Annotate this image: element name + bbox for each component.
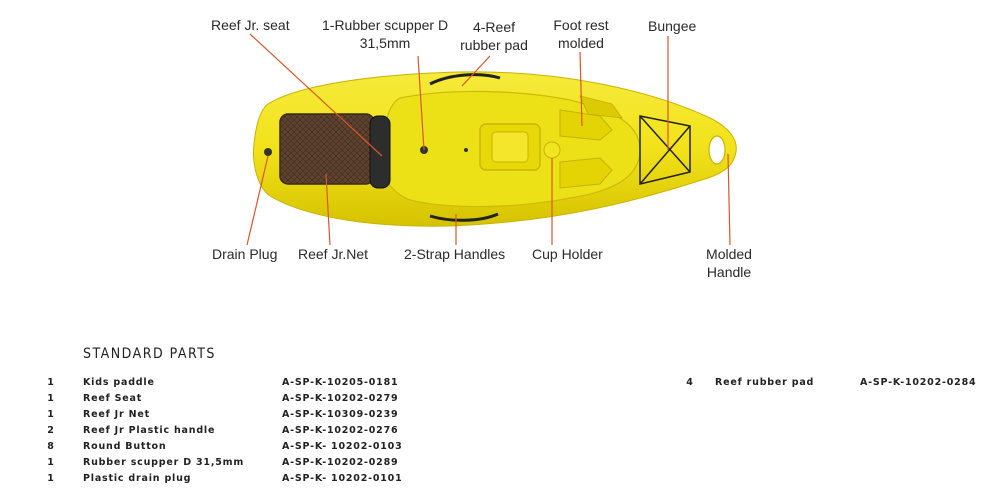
label-rubber-scupper: 1-Rubber scupper D 31,5mm: [322, 16, 448, 52]
part-name: Round Button: [83, 441, 167, 452]
label-foot-rest-line2: molded: [558, 35, 604, 51]
part-qty: 1: [47, 457, 55, 468]
label-reef-rubber-pad-line1: 4-Reef: [472, 19, 516, 35]
label-molded-handle-line2: Handle: [706, 264, 752, 280]
part-code: A-SP-K-10205-0181: [282, 377, 399, 388]
label-strap-handles: 2-Strap Handles: [404, 246, 506, 262]
part-qty: 1: [47, 473, 55, 484]
reef-jr-seat: [369, 115, 391, 189]
label-foot-rest: Foot rest molded: [546, 16, 616, 52]
label-reef-rubber-pad-line2: rubber pad: [460, 37, 528, 53]
part-name: Reef Seat: [83, 393, 143, 404]
label-drain-plug: Drain Plug: [212, 246, 278, 262]
label-reef-rubber-pad: 4-Reef rubber pad: [454, 18, 534, 54]
part-qty: 2: [47, 425, 55, 436]
label-rubber-scupper-line2: 31,5mm: [359, 35, 411, 51]
part-qty: 4: [686, 377, 694, 388]
part-name: Kids paddle: [83, 377, 155, 388]
part-name: Plastic drain plug: [83, 473, 192, 484]
part-qty: 1: [47, 377, 55, 388]
part-name: Rubber scupper D 31,5mm: [83, 457, 245, 468]
label-rubber-scupper-line1: 1-Rubber scupper D: [322, 17, 449, 33]
drain-plug: [264, 148, 272, 156]
reef-jr-net: [279, 113, 375, 185]
part-qty: 8: [47, 441, 55, 452]
part-code: A-SP-K-10202-0284: [860, 377, 977, 388]
part-code: A-SP-K-10309-0239: [282, 409, 399, 420]
standard-parts-title: STANDARD PARTS: [83, 346, 216, 362]
label-reef-jr-net: Reef Jr.Net: [298, 246, 369, 262]
label-molded-handle: Molded Handle: [700, 245, 758, 281]
label-cup-holder: Cup Holder: [532, 246, 603, 262]
leader-lines: [246, 33, 731, 246]
part-qty: 1: [47, 409, 55, 420]
label-reef-jr-seat: Reef Jr. seat: [211, 17, 290, 33]
part-name: Reef Jr Plastic handle: [83, 425, 216, 436]
label-bungee: Bungee: [648, 18, 697, 34]
kayak-diagram: [246, 33, 737, 246]
label-foot-rest-line1: Foot rest: [553, 17, 609, 33]
bungee: [639, 115, 691, 185]
part-name: Reef rubber pad: [715, 377, 815, 388]
part-code: A-SP-K- 10202-0103: [282, 441, 403, 452]
part-code: A-SP-K-10202-0279: [282, 393, 399, 404]
part-qty: 1: [47, 393, 55, 404]
part-code: A-SP-K-10202-0289: [282, 457, 399, 468]
label-molded-handle-line1: Molded: [706, 246, 752, 262]
part-code: A-SP-K-10202-0276: [282, 425, 399, 436]
part-name: Reef Jr Net: [83, 409, 150, 420]
part-code: A-SP-K- 10202-0101: [282, 473, 403, 484]
